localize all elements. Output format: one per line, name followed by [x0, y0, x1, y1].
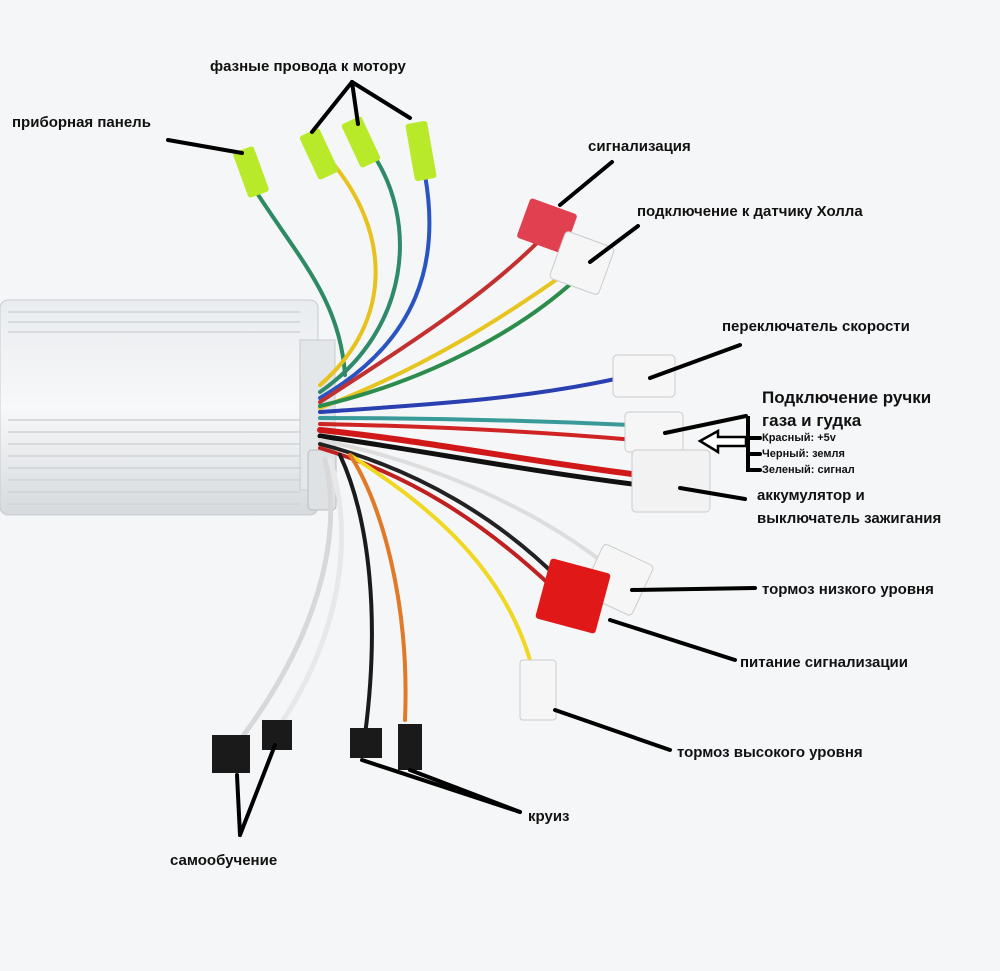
controller-box: [0, 299, 337, 516]
wires: [237, 148, 643, 743]
label-throttle-line2: газа и гудка: [762, 411, 862, 430]
connectors: [212, 116, 711, 773]
label-alarm: сигнализация: [588, 138, 691, 155]
label-brake-low: тормоз низкого уровня: [762, 581, 934, 598]
label-battery-line2: выключатель зажигания: [757, 510, 942, 527]
pointer-lines: [166, 80, 762, 837]
label-throttle-green: Зеленый: сигнал: [762, 464, 855, 476]
label-speed-switch: переключатель скорости: [722, 318, 910, 335]
label-throttle-line1: Подключение ручки: [762, 388, 932, 407]
arrow-left-icon: [697, 428, 748, 455]
label-self-learning: самообучение: [170, 852, 278, 869]
label-throttle-red: Красный: +5v: [762, 432, 836, 444]
label-brake-high: тормоз высокого уровня: [677, 744, 863, 761]
label-dashboard: приборная панель: [12, 114, 151, 131]
label-battery-line1: аккумулятор и: [757, 487, 865, 504]
label-cruise: круиз: [528, 808, 570, 825]
label-alarm-power: питание сигнализации: [740, 654, 908, 671]
label-phase-wires: фазные провода к мотору: [210, 58, 406, 75]
label-throttle-black: Черный: земля: [762, 448, 845, 460]
label-hall-sensor: подключение к датчику Холла: [637, 203, 863, 220]
